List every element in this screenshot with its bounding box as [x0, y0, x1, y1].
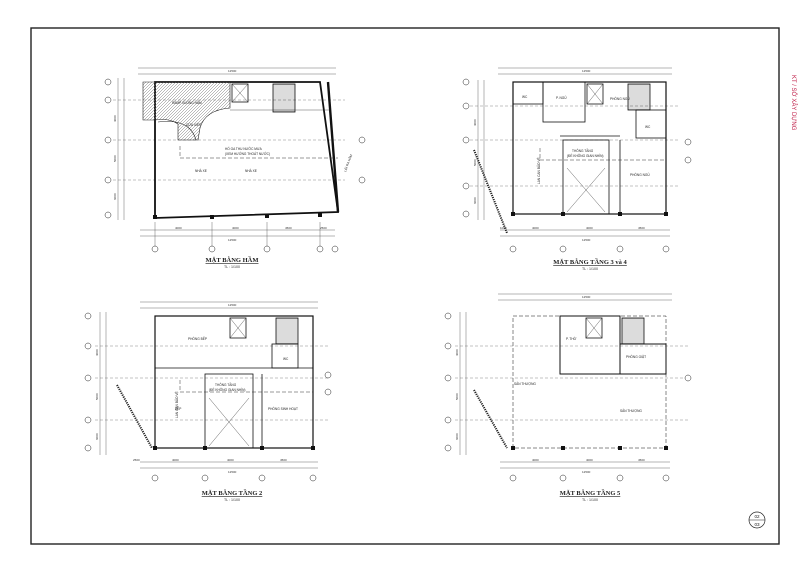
- dim-left: 6000: [455, 433, 459, 440]
- dim-left: 5000: [455, 393, 459, 400]
- label-void: THÔNG TẦNG: [215, 382, 237, 387]
- plan-title: MẶT BẰNG TẦNG 5: [560, 489, 621, 497]
- label-altar-room: P. THỜ: [566, 336, 577, 341]
- label-living: PHÒNG SINH HOẠT: [268, 406, 298, 411]
- dim-left: 6000: [113, 193, 117, 200]
- label-drain-note: (XEM HƯỚNG THOÁT NƯỚC): [225, 151, 270, 156]
- dim-left: 5000: [95, 393, 99, 400]
- plan-scale: TL : 1/100: [224, 498, 240, 502]
- label-terrace-2: SÂN THƯỢNG: [620, 409, 642, 413]
- dim-total: 12500: [228, 238, 237, 242]
- dim-bottom: 4500: [638, 458, 645, 462]
- plan-scale: TL : 1/100: [224, 265, 240, 269]
- dim-left: 4000: [95, 349, 99, 356]
- label-parking-2: NHÀ XE: [245, 169, 257, 173]
- label-void-note: (ĐỂ KHÔNG GIAN NHÌN): [567, 153, 603, 158]
- label-bedroom-top: PHÒNG NGỦ: [610, 96, 630, 101]
- plan-floor-2: PHÒNG BẾP WC LAN CAN BẢO VỆ THÔNG TẦNG (…: [84, 301, 332, 502]
- dim-bottom: 1000: [500, 226, 507, 230]
- label-drain: HỐ GA THU NƯỚC MƯA: [225, 146, 263, 151]
- label-wc: WC: [522, 95, 528, 99]
- label-railing: LAN CAN BẢO VỆ: [536, 157, 541, 184]
- dim-left: 4000: [113, 115, 117, 122]
- plan-title: MẶT BẰNG HẦM: [206, 256, 259, 264]
- label-kitchen: BẾP: [175, 406, 181, 411]
- dim-left: 5000: [113, 155, 117, 162]
- dim-bottom: 4500: [280, 458, 287, 462]
- label-laundry: PHÒNG GIẶT: [626, 354, 646, 359]
- dim-bottom: 4500: [638, 226, 645, 230]
- plan-scale: TL : 1/100: [582, 267, 598, 271]
- dim-top: 12500: [228, 303, 237, 307]
- dim-bottom: 4000: [586, 226, 593, 230]
- dim-total: 12500: [228, 470, 237, 474]
- dim-total: 12500: [582, 238, 591, 242]
- dim-bottom: 2500: [320, 226, 327, 230]
- plan-floor-5: P. THỜ PHÒNG GIẶT SÂN THƯỢNG SÂN THƯỢNG …: [444, 293, 692, 502]
- plan-title: MẶT BẰNG TẦNG 3 và 4: [553, 258, 627, 266]
- label-ramp: RAMP XUỐNG HẦM: [172, 100, 202, 105]
- dim-bottom: 4000: [232, 226, 239, 230]
- sheet-number: 02: [754, 514, 760, 519]
- dim-left: 4000: [455, 349, 459, 356]
- dim-top: 12500: [582, 69, 591, 73]
- plan-scale: TL : 1/100: [582, 498, 598, 502]
- dim-bottom: 2500: [133, 458, 140, 462]
- dim-bottom: 4500: [285, 226, 292, 230]
- label-parking-1: NHÀ XE: [195, 169, 207, 173]
- plan-basement: RAMP XUỐNG HẦM CỬA XIÊN HỐ GA THU NƯỚC M…: [104, 67, 366, 269]
- label-railing: LAN CAN BẢO VỆ: [174, 391, 179, 418]
- plan-title: MẶT BẰNG TẦNG 2: [202, 489, 263, 497]
- label-void: THÔNG TẦNG: [572, 148, 594, 153]
- side-stamp-text: KT / SỞ XÂY DỰNG: [790, 75, 797, 131]
- label-exit: LỐI RA HẦM: [342, 153, 353, 172]
- label-wc-2: WC: [645, 125, 651, 129]
- dim-top: 12500: [228, 69, 237, 73]
- label-bedroom-small: P. NGỦ: [556, 95, 567, 100]
- dim-left: 6000: [473, 197, 477, 204]
- dim-left: 6000: [95, 433, 99, 440]
- label-void-note: (ĐỂ KHÔNG GIAN NHÌN): [209, 387, 245, 392]
- label-terrace-1: SÂN THƯỢNG: [514, 382, 536, 386]
- label-bedroom: PHÒNG NGỦ: [630, 172, 650, 177]
- label-door: CỬA XIÊN: [186, 122, 202, 127]
- dim-bottom: 4000: [227, 458, 234, 462]
- label-kitchen-room: PHÒNG BẾP: [188, 336, 207, 341]
- dim-bottom: 4000: [532, 458, 539, 462]
- dim-bottom: 4000: [172, 458, 179, 462]
- dim-top: 12500: [582, 295, 591, 299]
- sheet-total: 03: [754, 522, 760, 527]
- dim-bottom: 4000: [175, 226, 182, 230]
- sheet-border: [30, 27, 780, 545]
- dim-bottom: 4000: [532, 226, 539, 230]
- dim-left: 4000: [473, 119, 477, 126]
- plan-floor-3-4: WC P. NGỦ WC PHÒNG NGỦ LAN CAN BẢO VỆ TH…: [462, 67, 692, 271]
- label-wc: WC: [283, 357, 289, 361]
- dim-left: 5000: [473, 159, 477, 166]
- dim-bottom: 4000: [586, 458, 593, 462]
- sheet-number-stamp: 02 03: [748, 511, 766, 529]
- dim-total: 12500: [582, 470, 591, 474]
